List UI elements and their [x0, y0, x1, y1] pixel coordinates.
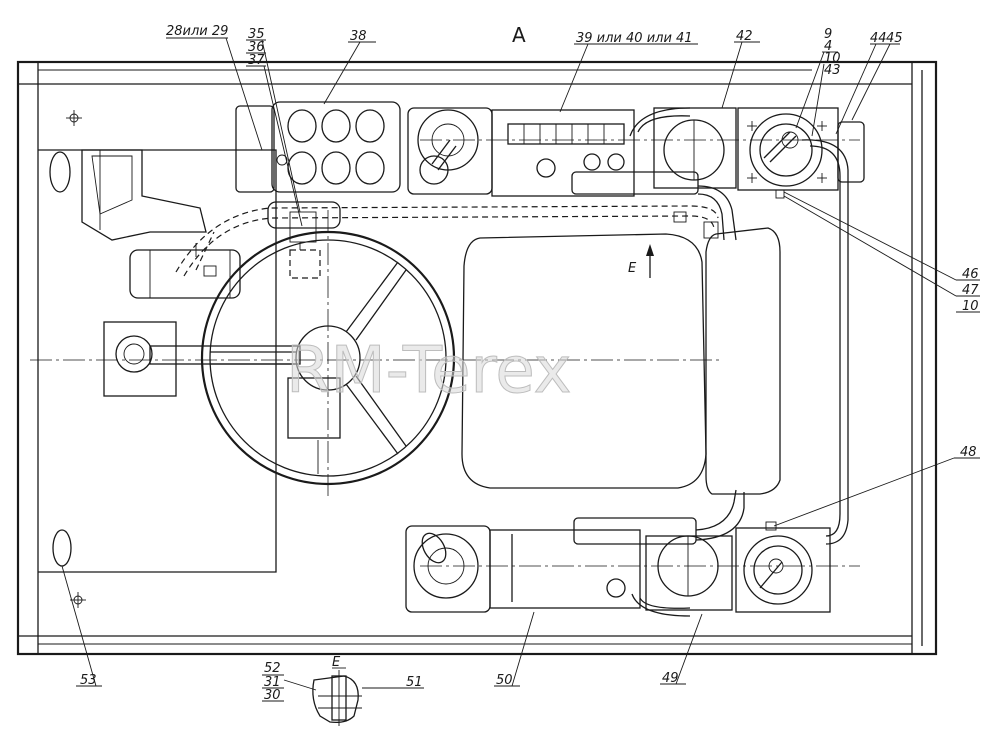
- callout-50: 50: [496, 673, 513, 688]
- joystick-48: [735, 527, 831, 613]
- section-e-detail: [312, 670, 362, 726]
- callout-44: 44: [870, 31, 887, 46]
- callout-36: 36: [248, 40, 265, 55]
- callout-45: 45: [886, 31, 903, 46]
- cylinder-unit: [129, 249, 241, 299]
- callout-39: 39 или 40 или 41: [576, 31, 693, 46]
- control-lever-bottom: [405, 525, 641, 613]
- callout-46: 46: [962, 267, 979, 282]
- joystick-9: [737, 107, 865, 191]
- hydraulic-lines: [571, 107, 849, 617]
- leader-lines: [61, 37, 980, 702]
- callout-49: 49: [662, 671, 679, 686]
- callout-10b: 10: [962, 299, 979, 314]
- left-opening-top: [49, 151, 71, 193]
- callout-48: 48: [960, 445, 977, 460]
- callout-53: 53: [80, 673, 97, 688]
- left-opening-bottom: [52, 529, 72, 567]
- callout-43: 43: [824, 63, 841, 78]
- labels: A 28или 29 35 36 37 38 39 или 40 или 41 …: [80, 23, 979, 703]
- section-label: E: [332, 655, 341, 670]
- callout-42: 42: [736, 29, 753, 44]
- steering-wheel: [200, 230, 456, 486]
- center-lines: [30, 139, 860, 567]
- callout-35: 35: [248, 27, 265, 42]
- control-unit-49: [645, 535, 733, 611]
- callout-31: 31: [264, 675, 281, 690]
- callout-38: 38: [350, 29, 367, 44]
- floor-panel: [16, 60, 938, 656]
- watermark: RM-Terex: [286, 334, 572, 408]
- callout-47: 47: [962, 283, 979, 298]
- operator-seat: [461, 227, 781, 495]
- steering-column-base: [103, 321, 301, 397]
- view-label: A: [512, 23, 526, 47]
- callout-28-29: 28или 29: [166, 24, 228, 39]
- callout-37: 37: [248, 53, 265, 68]
- callout-51: 51: [406, 675, 423, 690]
- instrument-panel-39: [491, 109, 635, 197]
- callout-9: 9: [824, 27, 832, 42]
- electrical-harness: [175, 189, 785, 531]
- callout-52: 52: [264, 661, 281, 676]
- callout-4: 4: [824, 39, 832, 54]
- arrow-label: E: [628, 261, 637, 276]
- mounting-holes: [66, 110, 203, 608]
- control-unit-42: [653, 107, 737, 189]
- callout-10a: 10: [824, 51, 841, 66]
- control-lever-left-top: [407, 107, 493, 195]
- callout-30: 30: [264, 688, 281, 703]
- pedal-unit: [81, 149, 207, 241]
- relay-block-38: [235, 101, 401, 193]
